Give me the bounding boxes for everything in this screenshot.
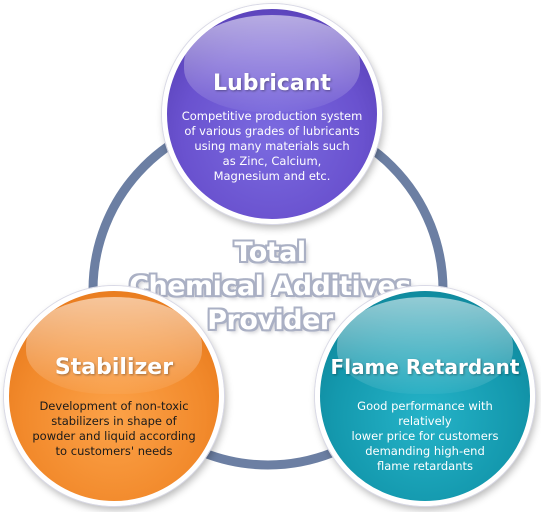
lubricant-title: Lubricant [213, 71, 331, 96]
node-gloss [25, 297, 203, 394]
center-title-line-2: Chemical Additives [129, 271, 411, 302]
flame-retardant-title: Flame Retardant [330, 355, 520, 379]
node-gloss [336, 297, 514, 394]
center-title: Total Chemical Additives Provider [120, 236, 420, 338]
node-gloss [183, 15, 361, 112]
stabilizer-node: Stabilizer Development of non-toxic stab… [4, 286, 224, 506]
flame-retardant-node: Flame Retardant Good performance with re… [315, 286, 535, 506]
lubricant-description: Competitive production system of various… [181, 109, 363, 183]
stabilizer-description: Development of non-toxic stabilizers in … [32, 399, 196, 458]
center-title-line-1: Total [234, 237, 306, 268]
lubricant-node: Lubricant Competitive production system … [162, 4, 382, 224]
stabilizer-title: Stabilizer [54, 355, 174, 380]
center-title-line-3: Provider [207, 305, 333, 336]
flame-retardant-description: Good performance with relatively lower p… [351, 399, 499, 473]
